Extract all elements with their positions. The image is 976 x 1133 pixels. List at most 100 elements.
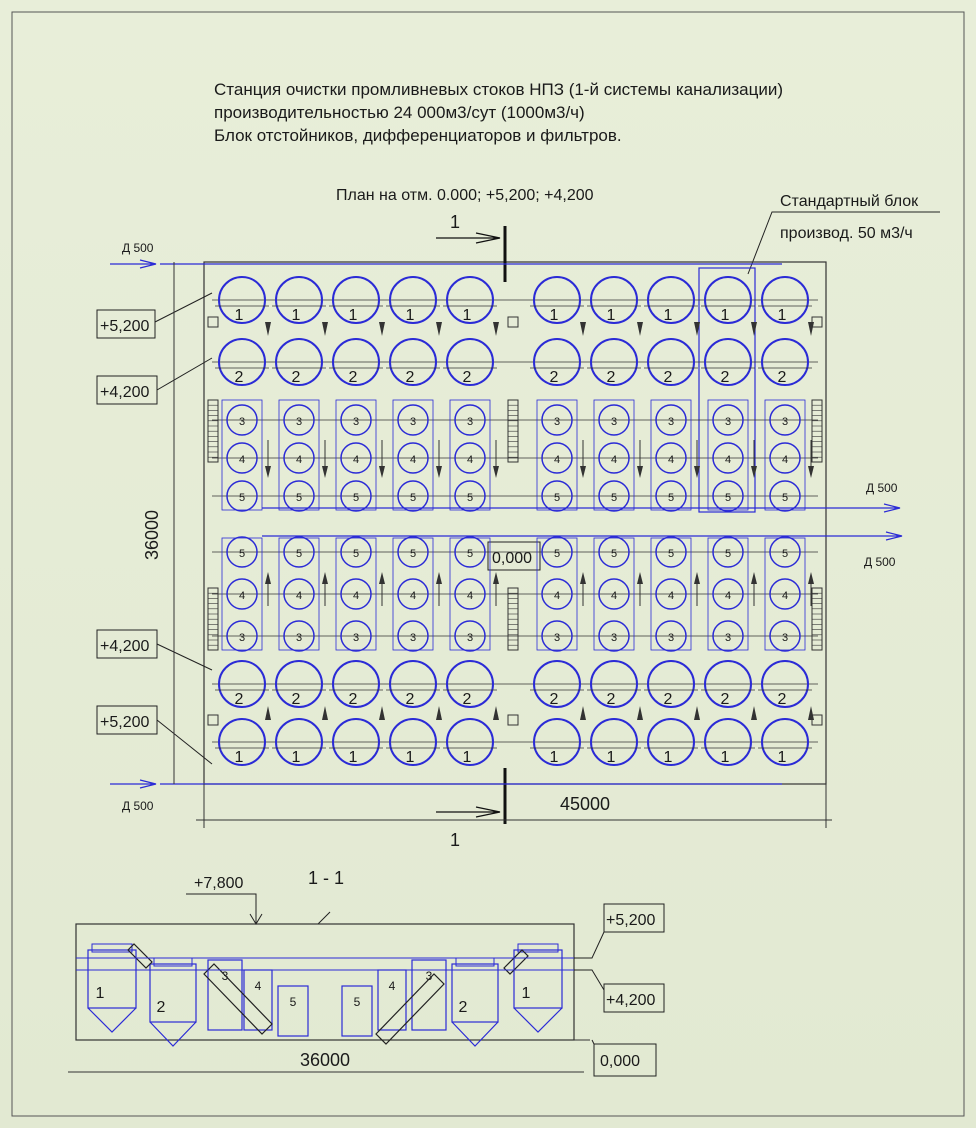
flow-arrowhead <box>436 572 442 584</box>
diagonal-filter <box>503 949 529 975</box>
tank-number: 2 <box>235 369 244 386</box>
unit-number: 5 <box>296 492 302 504</box>
tank-circle <box>761 718 809 766</box>
tank-circle <box>446 718 494 766</box>
unit-frame-lower <box>449 537 491 651</box>
tank-number: 1 <box>349 749 358 766</box>
unit-circle <box>454 578 486 610</box>
settler-top <box>517 943 559 953</box>
unit-circle <box>598 578 630 610</box>
tank-circle <box>533 660 581 708</box>
section-box <box>411 959 447 1031</box>
unit-frame-lower <box>650 537 692 651</box>
section-box-number: 3 <box>426 969 433 983</box>
unit-circle <box>283 620 315 652</box>
flow-arrowhead <box>436 322 442 336</box>
unit-circle <box>598 442 630 474</box>
flow-arrowhead <box>694 572 700 584</box>
flow-arrowhead <box>637 706 643 720</box>
diagonal-filter <box>375 973 445 1045</box>
tank-circle <box>389 718 437 766</box>
unit-number: 4 <box>353 454 359 466</box>
tank-number: 2 <box>664 691 673 708</box>
unit-circle <box>340 404 372 436</box>
unit-number: 5 <box>611 548 617 560</box>
unit-number: 3 <box>296 416 302 428</box>
flow-arrowhead <box>694 466 700 478</box>
unit-number: 3 <box>668 416 674 428</box>
unit-circle <box>283 578 315 610</box>
unit-circle <box>340 620 372 652</box>
unit-number: 3 <box>239 632 245 644</box>
pipe-inlet-top <box>110 259 782 269</box>
unit-frame-lower <box>764 537 806 651</box>
section-arrow-bottom <box>436 806 501 818</box>
flow-arrowhead <box>436 466 442 478</box>
unit-number: 4 <box>725 454 731 466</box>
unit-frame-lower <box>278 537 320 651</box>
tank-number: 2 <box>406 691 415 708</box>
tank-circle <box>590 718 638 766</box>
tank-circle <box>446 338 494 386</box>
tank-number: 2 <box>778 369 787 386</box>
unit-circle <box>226 536 258 568</box>
flow-arrowhead <box>580 706 586 720</box>
unit-number: 5 <box>668 492 674 504</box>
unit-number: 4 <box>554 590 560 602</box>
tank-number: 1 <box>292 749 301 766</box>
section-level-top: +7,800 <box>194 875 243 892</box>
unit-number: 4 <box>725 590 731 602</box>
tank-circle <box>332 718 380 766</box>
tank-number: 1 <box>235 749 244 766</box>
unit-number: 5 <box>668 548 674 560</box>
section-box <box>341 985 373 1037</box>
tank-number: 1 <box>463 749 472 766</box>
tank-circle <box>533 276 581 324</box>
tank-number: 1 <box>607 749 616 766</box>
unit-number: 5 <box>782 492 788 504</box>
unit-number: 3 <box>725 632 731 644</box>
unit-circle <box>712 442 744 474</box>
unit-number: 5 <box>611 492 617 504</box>
unit-circle <box>454 536 486 568</box>
tank-number: 2 <box>463 691 472 708</box>
level-label-zero: 0,000 <box>492 550 532 567</box>
unit-number: 5 <box>353 548 359 560</box>
tank-circle <box>590 276 638 324</box>
unit-frame-upper <box>392 399 434 511</box>
flow-arrowhead <box>265 572 271 584</box>
section-box-number: 5 <box>354 995 361 1009</box>
unit-circle <box>541 442 573 474</box>
tank-circle <box>761 338 809 386</box>
tank-circle <box>275 276 323 324</box>
tank-number: 2 <box>463 369 472 386</box>
unit-number: 3 <box>296 632 302 644</box>
flow-arrowhead <box>379 706 385 720</box>
unit-number: 4 <box>467 590 473 602</box>
section-box-number: 5 <box>290 995 297 1009</box>
settler-number: 2 <box>157 999 166 1016</box>
unit-circle <box>769 578 801 610</box>
flow-arrowhead <box>808 322 814 336</box>
unit-circle <box>340 442 372 474</box>
unit-circle <box>541 404 573 436</box>
unit-frame-upper <box>593 399 635 511</box>
unit-frame-lower <box>707 537 749 651</box>
unit-circle <box>283 442 315 474</box>
valve <box>811 714 823 726</box>
unit-circle <box>712 578 744 610</box>
unit-circle <box>226 480 258 512</box>
settler-body <box>87 949 137 1009</box>
std-block-label-1: Стандартный блок <box>780 193 919 210</box>
flow-arrowhead <box>436 706 442 720</box>
section-level-top-mark <box>186 893 380 925</box>
tank-number: 1 <box>778 307 787 324</box>
tank-circle <box>533 338 581 386</box>
tank-circle <box>218 718 266 766</box>
unit-circle <box>598 536 630 568</box>
level-leader-1 <box>154 292 213 323</box>
level-label-3: +4,200 <box>100 638 149 655</box>
unit-number: 3 <box>782 416 788 428</box>
